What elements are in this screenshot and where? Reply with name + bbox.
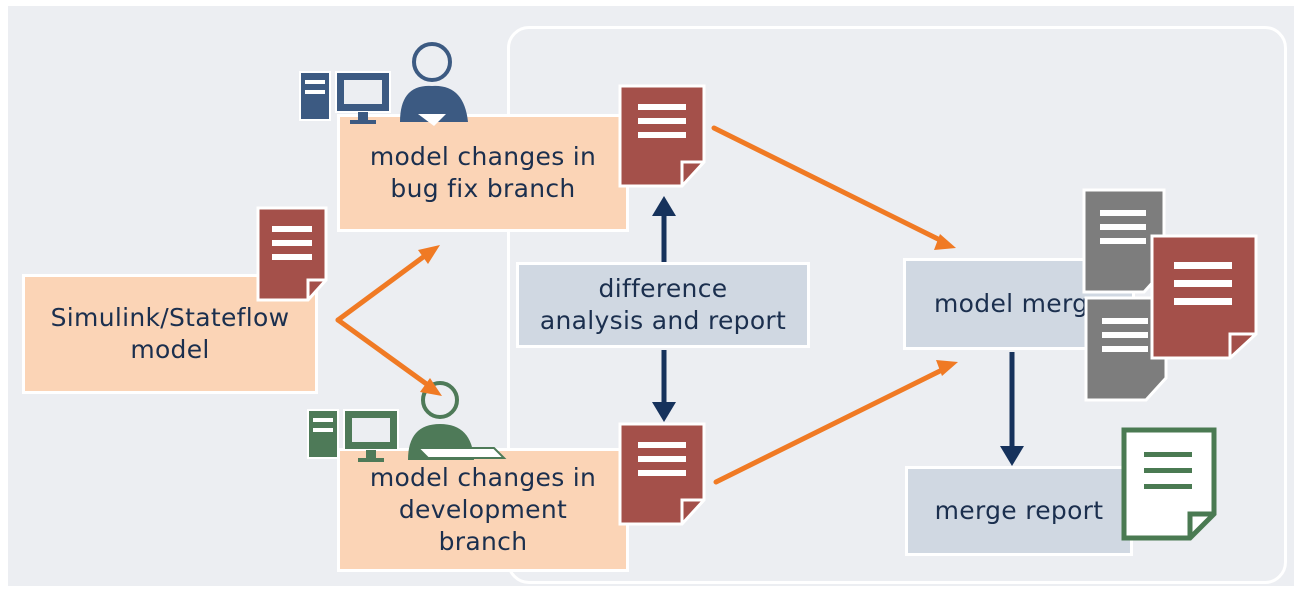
document-icon bbox=[618, 422, 706, 526]
arrow-head bbox=[934, 234, 956, 250]
difference-analysis-box: difference analysis and report bbox=[516, 262, 810, 348]
arrow-head bbox=[418, 245, 440, 264]
arrow-head bbox=[652, 196, 676, 216]
document-icon bbox=[1150, 234, 1258, 360]
orange-arrows bbox=[335, 125, 949, 485]
merge-report-label: merge report bbox=[934, 496, 1104, 525]
arrow-head bbox=[1000, 446, 1024, 466]
computer-with-user-icon bbox=[299, 42, 468, 126]
arrow-head bbox=[420, 378, 442, 396]
source-model-label: Simulink/Stateflow model bbox=[50, 303, 290, 364]
merge-report-box: merge report bbox=[905, 466, 1133, 556]
computer-with-user-icon bbox=[307, 381, 507, 462]
bug-fix-changes-box: model changes in bug fix branch bbox=[337, 114, 629, 232]
document-icon bbox=[1121, 427, 1217, 541]
dev-changes-label: model changes in development branch bbox=[369, 463, 597, 556]
arrow-head bbox=[936, 360, 958, 376]
merge-area-panel bbox=[507, 26, 1287, 584]
arrow-head bbox=[652, 402, 676, 422]
bug-fix-changes-label: model changes in bug fix branch bbox=[369, 142, 597, 203]
blue-arrows bbox=[661, 212, 1015, 448]
document-icon bbox=[256, 206, 328, 302]
document-icon bbox=[618, 84, 706, 188]
difference-analysis-label: difference analysis and report bbox=[539, 274, 787, 335]
